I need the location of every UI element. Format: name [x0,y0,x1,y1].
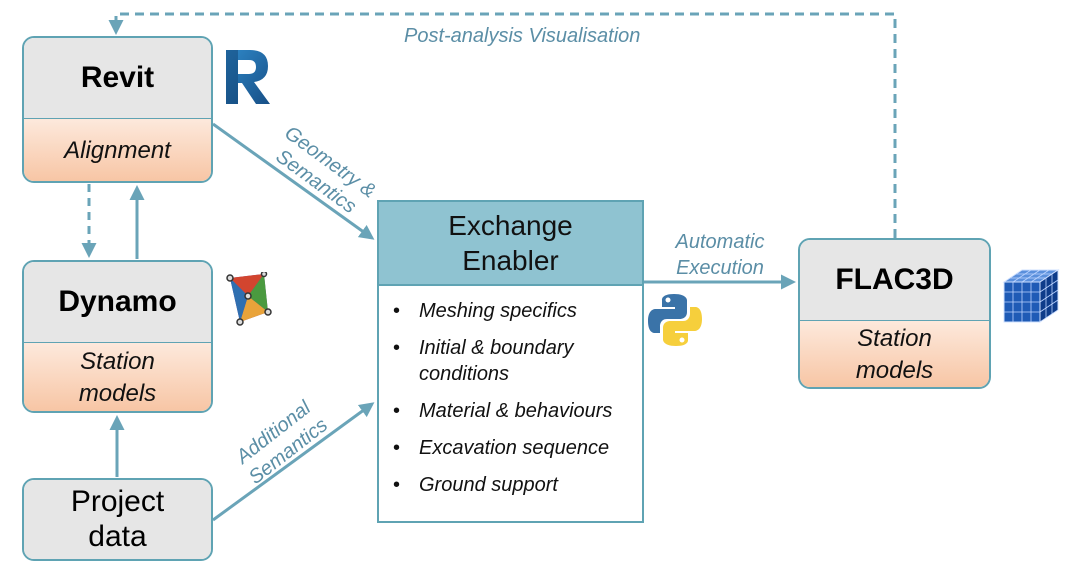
geometry-arrow [212,122,375,240]
list-item: Excavation sequence [393,435,642,461]
list-item: Initial & boundary conditions [393,335,642,387]
automatic-execution-label: Automatic Execution [675,231,765,279]
list-item: Material & behaviours [393,398,642,424]
dynamo-subtitle: Station models [24,342,211,411]
revit-node[interactable]: Revit Alignment [22,36,213,183]
dynamo-title: Dynamo [24,262,211,342]
flac3d-node[interactable]: FLAC3D Station models [798,238,991,389]
flac3d-subtitle: Station models [800,320,989,387]
project-title: Project data [24,480,211,559]
post-analysis-label: Post-analysis Visualisation [404,25,641,47]
additional-semantics-arrow [212,402,375,522]
exchange-enabler-node[interactable]: Exchange Enabler Meshing specifics Initi… [377,200,644,523]
revit-logo-icon [226,50,270,104]
python-logo-icon [648,294,702,346]
project-data-node[interactable]: Project data [22,478,213,561]
post-analysis-arrow [108,12,897,238]
revit-title: Revit [24,38,211,118]
exchange-enabler-title: Exchange Enabler [379,202,642,286]
dynamo-node[interactable]: Dynamo Station models [22,260,213,413]
dynamo-logo-icon [226,272,272,326]
list-item: Ground support [393,472,642,498]
enabler-items-list: Meshing specifics Initial & boundary con… [379,286,642,498]
flac3d-cube-logo-icon [1002,269,1060,323]
revit-subtitle: Alignment [24,118,211,181]
list-item: Meshing specifics [393,298,642,324]
flac3d-title: FLAC3D [800,240,989,320]
